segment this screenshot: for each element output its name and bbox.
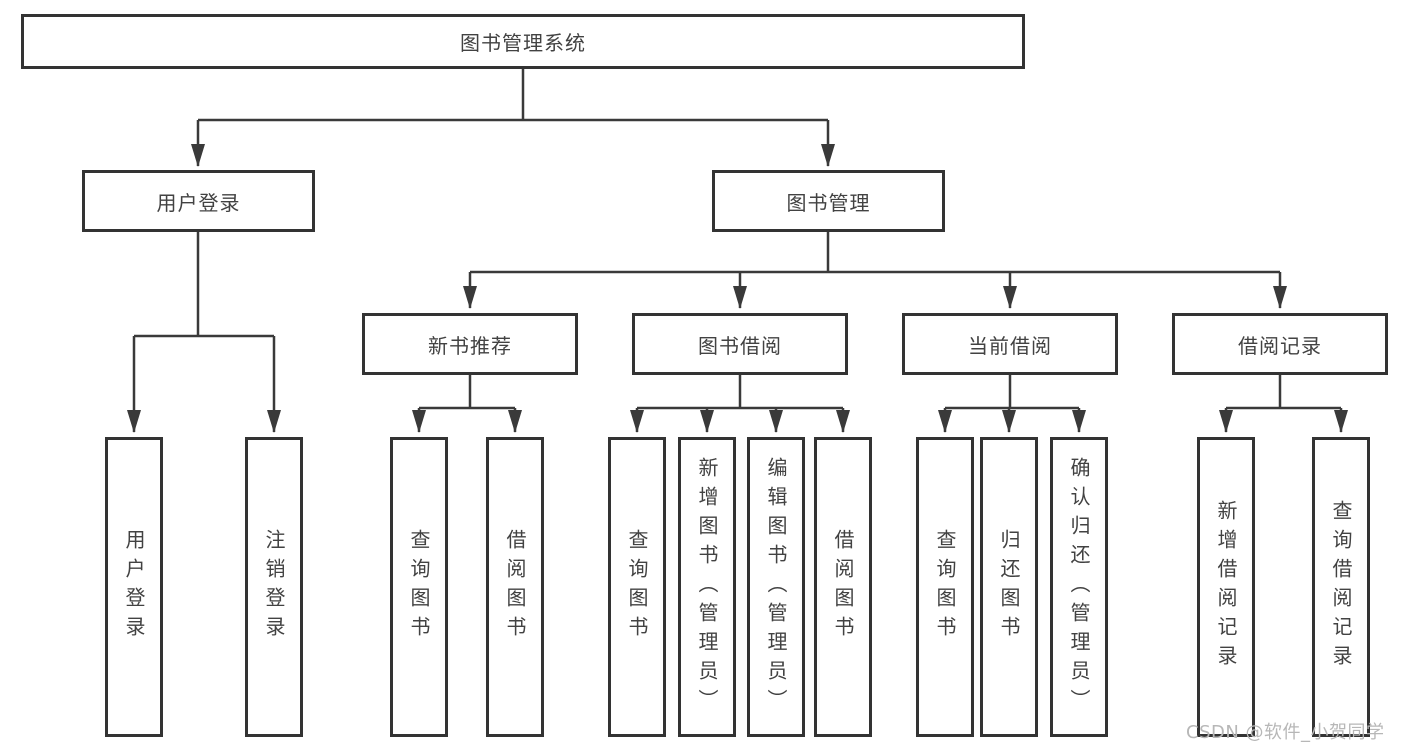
node-borrowing-records-label: 借阅记录 [1238, 333, 1322, 358]
leaf-bb-edit-books-label: 编辑图书（管理员） [764, 456, 788, 718]
leaf-bb-add-books: 新增图书（管理员） [678, 437, 736, 737]
node-book-management: 图书管理 [712, 170, 945, 232]
leaf-bb-query-books-label: 查询图书 [625, 529, 649, 645]
leaf-cb-query-books-label: 查询图书 [933, 529, 957, 645]
node-root: 图书管理系统 [21, 14, 1025, 69]
leaf-nb-query-books: 查询图书 [390, 437, 448, 737]
leaf-br-query-record-label: 查询借阅记录 [1329, 500, 1353, 674]
leaf-logout: 注销登录 [245, 437, 303, 737]
leaf-br-add-record-label: 新增借阅记录 [1214, 500, 1238, 674]
leaf-user-login: 用户登录 [105, 437, 163, 737]
leaf-nb-borrow-books-label: 借阅图书 [503, 529, 527, 645]
node-user-login: 用户登录 [82, 170, 315, 232]
node-new-book-recommendation-label: 新书推荐 [428, 333, 512, 358]
leaf-cb-confirm-return-label: 确认归还（管理员） [1067, 456, 1091, 718]
node-book-borrowing-label: 图书借阅 [698, 333, 782, 358]
leaf-user-login-label: 用户登录 [122, 529, 146, 645]
leaf-bb-query-books: 查询图书 [608, 437, 666, 737]
node-new-book-recommendation: 新书推荐 [362, 313, 578, 375]
node-borrowing-records: 借阅记录 [1172, 313, 1388, 375]
leaf-br-query-record: 查询借阅记录 [1312, 437, 1370, 737]
leaf-cb-return-books: 归还图书 [980, 437, 1038, 737]
node-book-borrowing: 图书借阅 [632, 313, 848, 375]
leaf-cb-confirm-return: 确认归还（管理员） [1050, 437, 1108, 737]
node-current-borrowing-label: 当前借阅 [968, 333, 1052, 358]
leaf-bb-borrow-books: 借阅图书 [814, 437, 872, 737]
leaf-br-add-record: 新增借阅记录 [1197, 437, 1255, 737]
csdn-watermark: CSDN @软件_小贺同学 [1186, 722, 1385, 743]
leaf-bb-edit-books: 编辑图书（管理员） [747, 437, 805, 737]
node-root-label: 图书管理系统 [460, 31, 586, 55]
leaf-cb-return-books-label: 归还图书 [997, 529, 1021, 645]
leaf-logout-label: 注销登录 [262, 529, 286, 645]
leaf-cb-query-books: 查询图书 [916, 437, 974, 737]
node-user-login-label: 用户登录 [156, 190, 241, 215]
leaf-nb-query-books-label: 查询图书 [407, 529, 431, 645]
leaf-nb-borrow-books: 借阅图书 [486, 437, 544, 737]
node-book-management-label: 图书管理 [786, 190, 871, 215]
node-current-borrowing: 当前借阅 [902, 313, 1118, 375]
leaf-bb-add-books-label: 新增图书（管理员） [695, 456, 719, 718]
leaf-bb-borrow-books-label: 借阅图书 [831, 529, 855, 645]
